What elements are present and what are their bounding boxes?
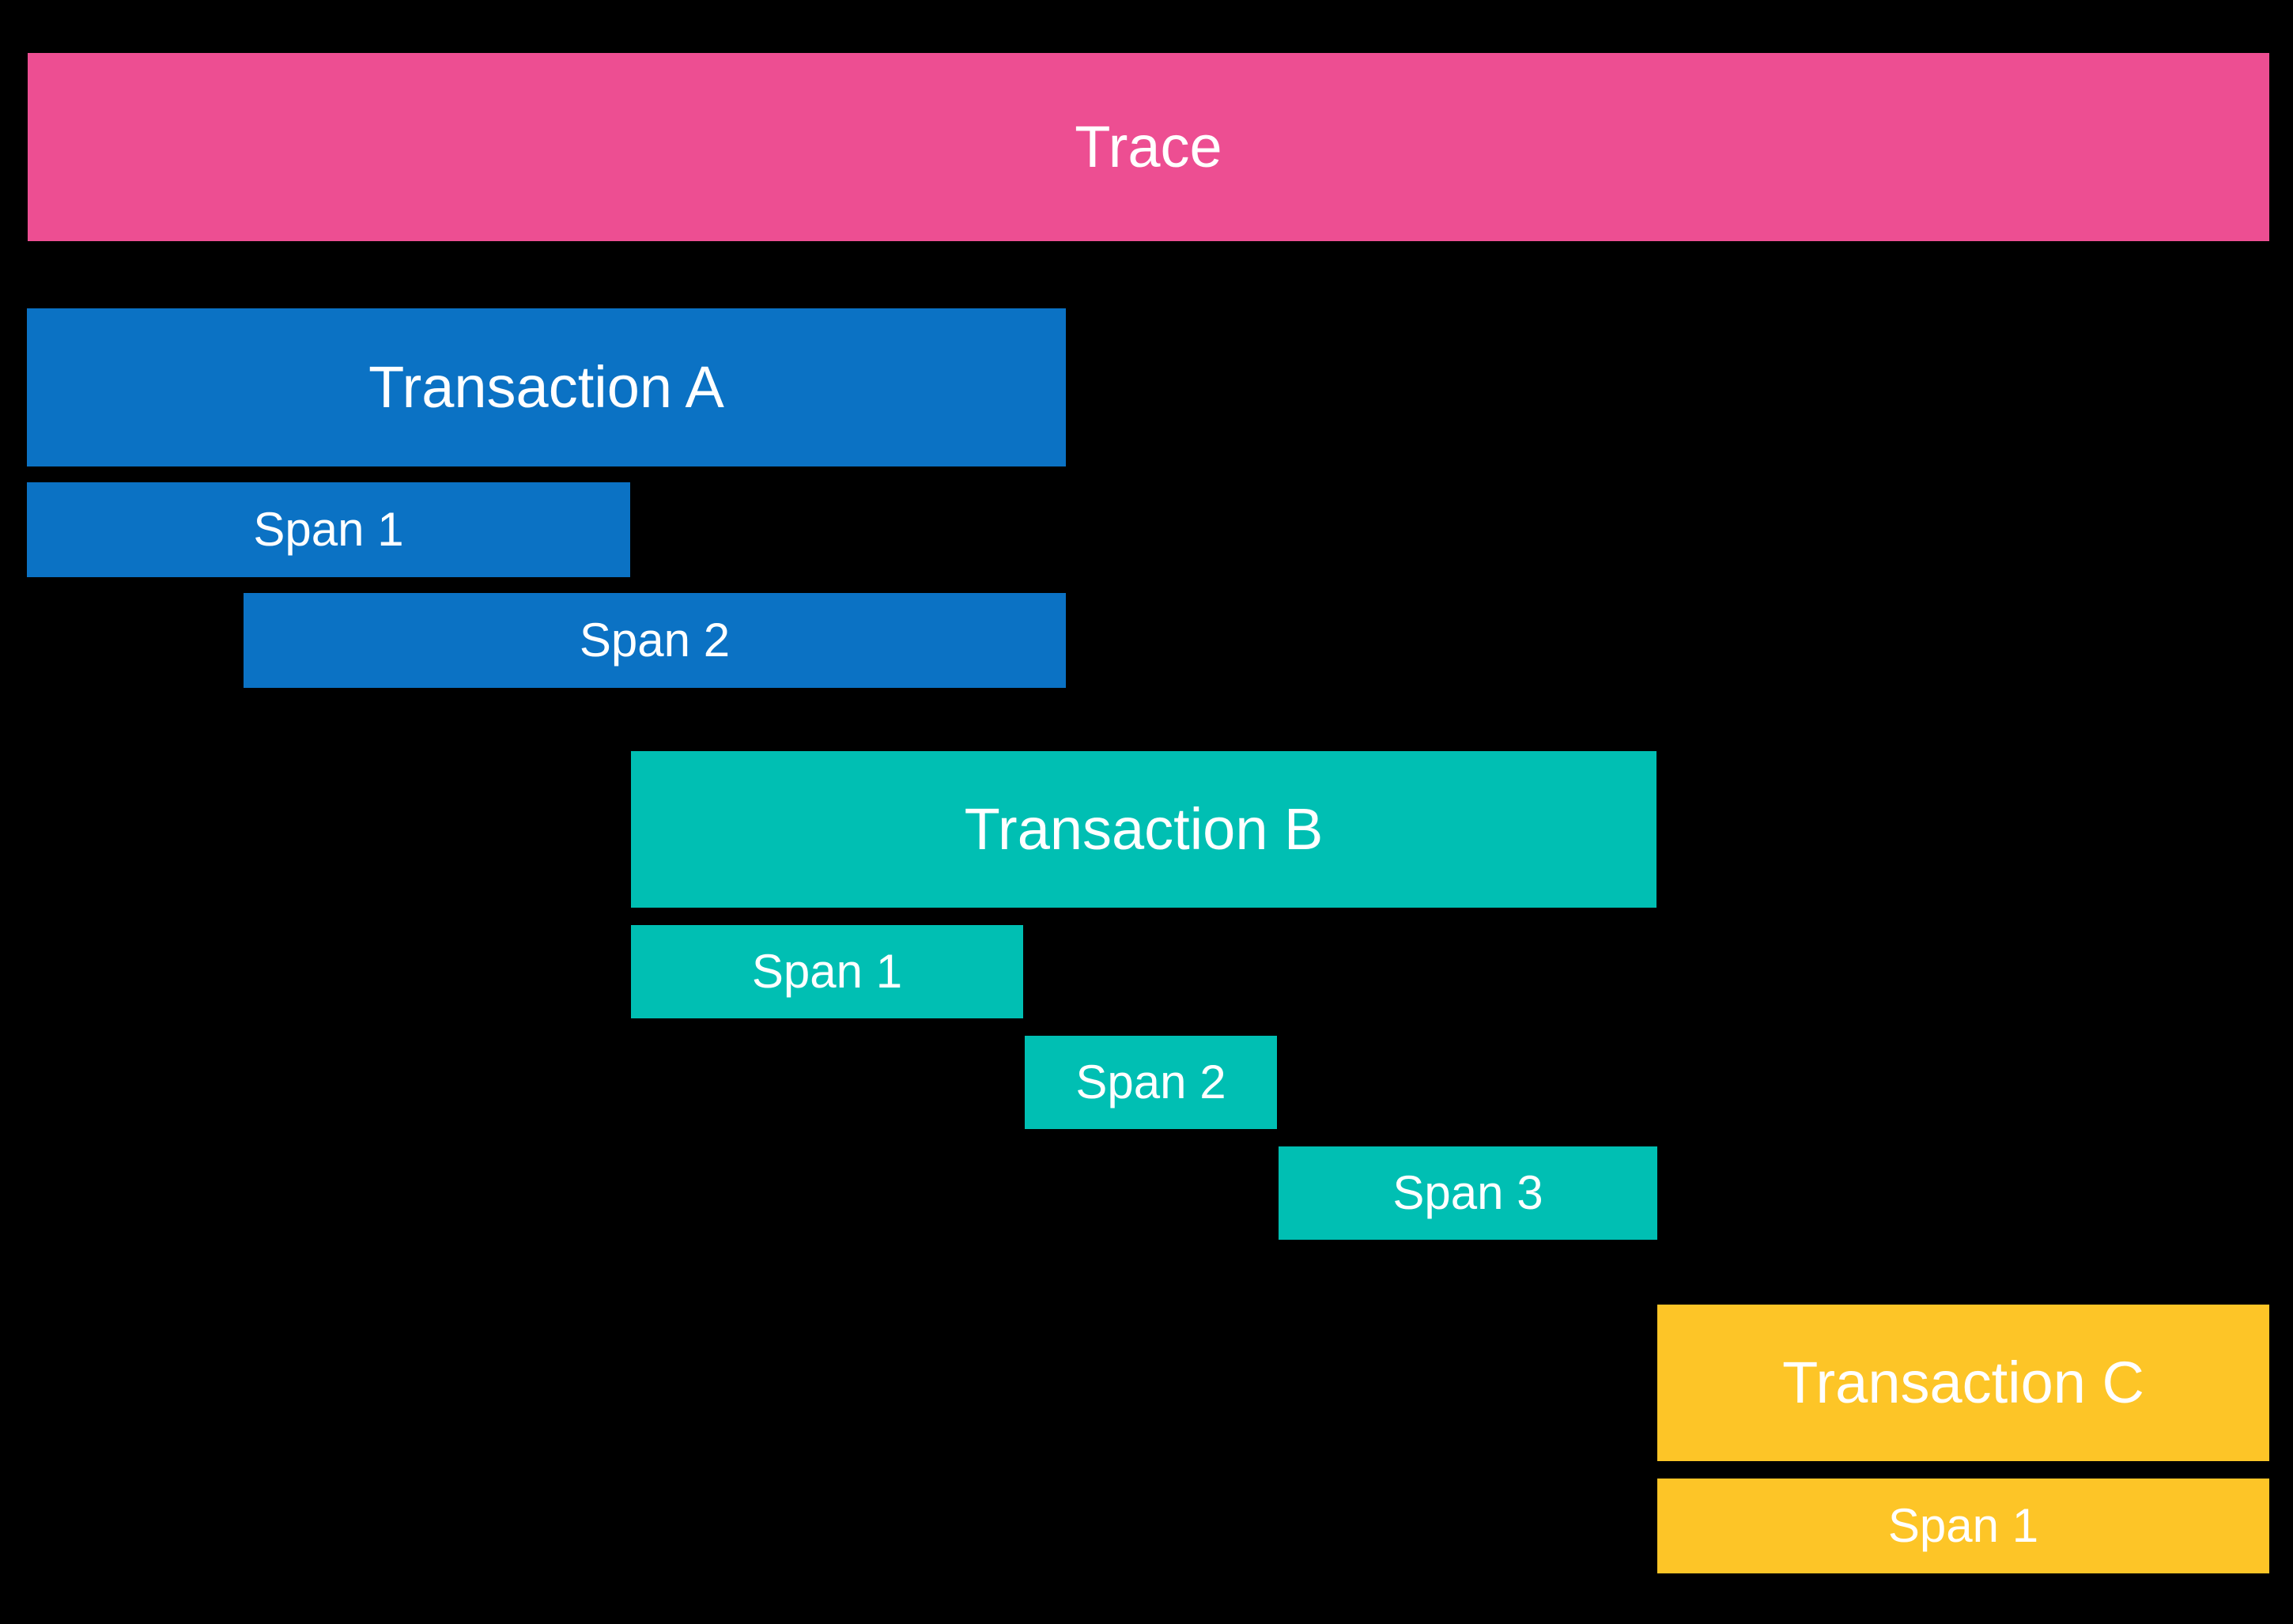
bar-label-transaction-c-span-1: Span 1 [1887, 1499, 2039, 1552]
bar-transaction-b-span-3: Span 3 [1279, 1146, 1657, 1240]
bar-label-trace: Trace [1075, 114, 1222, 179]
bar-label-transaction-a-span-1: Span 1 [253, 503, 404, 556]
bar-label-transaction-b-span-2: Span 2 [1075, 1056, 1226, 1108]
bar-label-transaction-b: Transaction B [964, 796, 1324, 862]
bar-transaction-b: Transaction B [631, 751, 1656, 908]
bar-trace: Trace [28, 53, 2269, 241]
bar-transaction-c: Transaction C [1657, 1305, 2269, 1461]
bar-label-transaction-a: Transaction A [368, 354, 724, 420]
bar-label-transaction-c: Transaction C [1782, 1350, 2144, 1415]
bar-transaction-b-span-1: Span 1 [631, 925, 1023, 1018]
bar-label-transaction-b-span-3: Span 3 [1392, 1166, 1543, 1219]
bar-transaction-b-span-2: Span 2 [1025, 1036, 1277, 1129]
bar-transaction-a-span-1: Span 1 [27, 482, 630, 577]
bar-label-transaction-a-span-2: Span 2 [579, 614, 731, 667]
bar-transaction-a: Transaction A [27, 308, 1066, 466]
bar-transaction-a-span-2: Span 2 [244, 593, 1066, 688]
bar-transaction-c-span-1: Span 1 [1657, 1479, 2269, 1573]
bar-label-transaction-b-span-1: Span 1 [751, 945, 903, 998]
